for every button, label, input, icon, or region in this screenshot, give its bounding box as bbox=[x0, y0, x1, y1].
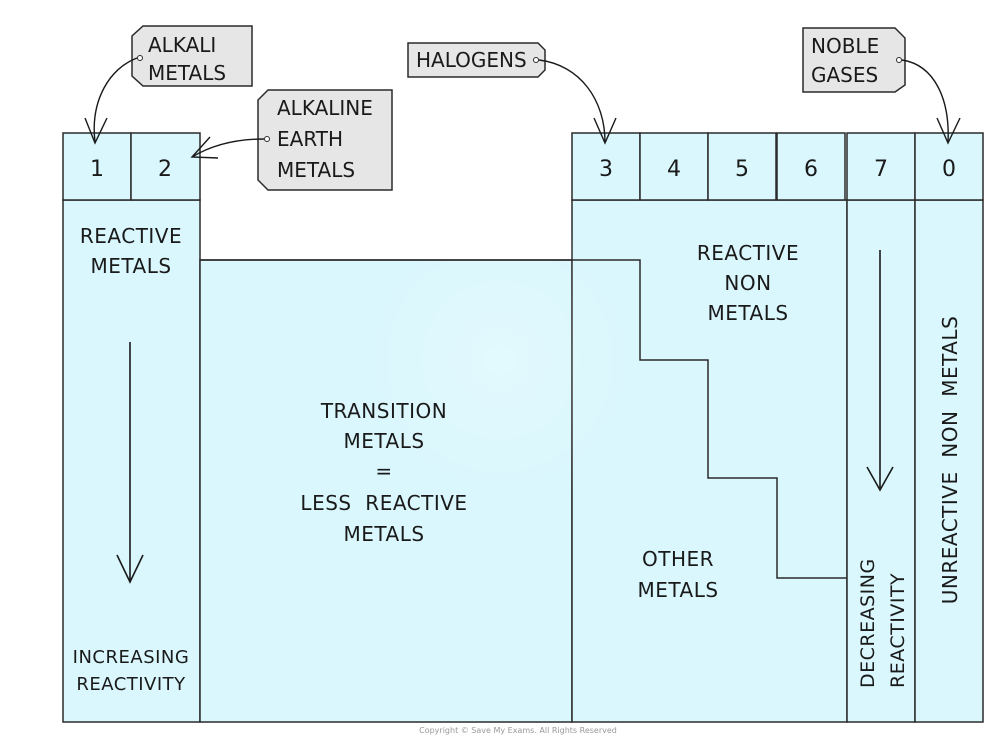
svg-text:NON: NON bbox=[724, 271, 771, 295]
group-number: 3 bbox=[599, 157, 613, 182]
svg-text:INCREASING: INCREASING bbox=[73, 647, 190, 668]
svg-text:METALS: METALS bbox=[637, 578, 718, 602]
svg-text:DECREASING: DECREASING bbox=[857, 558, 879, 688]
group-number: 2 bbox=[158, 157, 172, 182]
reactive-non-metals-label: REACTIVE NON METALS bbox=[697, 241, 799, 325]
group-header-cell: 5 bbox=[707, 132, 777, 201]
svg-text:LESS REACTIVE: LESS REACTIVE bbox=[300, 491, 467, 515]
decreasing-reactivity-arrow bbox=[866, 250, 894, 492]
svg-text:METALS: METALS bbox=[343, 522, 424, 546]
svg-text:GASES: GASES bbox=[811, 63, 878, 87]
svg-text:TRANSITION: TRANSITION bbox=[320, 399, 447, 423]
svg-text:REACTIVITY: REACTIVITY bbox=[76, 674, 186, 695]
svg-text:OTHER: OTHER bbox=[642, 547, 714, 571]
svg-text:REACTIVE: REACTIVE bbox=[80, 224, 182, 248]
copyright-notice: Copyright © Save My Exams. All Rights Re… bbox=[419, 726, 617, 735]
group-header-box bbox=[707, 132, 777, 201]
group-number: 5 bbox=[735, 157, 749, 182]
svg-text:METALS: METALS bbox=[277, 158, 355, 182]
group-number: 6 bbox=[804, 157, 818, 182]
group-number: 0 bbox=[942, 157, 956, 182]
svg-text:UNREACTIVE NON METALS: UNREACTIVE NON METALS bbox=[938, 316, 962, 605]
svg-text:REACTIVE: REACTIVE bbox=[697, 241, 799, 265]
svg-text:EARTH: EARTH bbox=[277, 127, 343, 151]
group-header-box bbox=[776, 132, 846, 201]
group-header-cell: 4 bbox=[639, 132, 709, 201]
decreasing-reactivity-label: DECREASING REACTIVITY bbox=[857, 558, 909, 688]
group-header-box bbox=[846, 132, 916, 201]
svg-text:=: = bbox=[375, 459, 392, 483]
svg-text:METALS: METALS bbox=[148, 61, 226, 85]
group-7-column bbox=[846, 199, 916, 723]
group-header-cell: 0 bbox=[914, 132, 984, 201]
group-header-box bbox=[130, 132, 201, 201]
halogens-callout: HALOGENS bbox=[407, 42, 617, 145]
svg-text:ALKALI: ALKALI bbox=[148, 33, 216, 57]
svg-text:ALKALINE: ALKALINE bbox=[277, 96, 373, 120]
alkaline-earth-metals-callout: ALKALINE EARTH METALS bbox=[190, 89, 393, 191]
svg-text:METALS: METALS bbox=[90, 254, 171, 278]
increasing-reactivity-label: INCREASING REACTIVITY bbox=[73, 647, 190, 695]
group-number: 1 bbox=[90, 157, 104, 182]
group-header-box bbox=[571, 132, 641, 201]
group-header-box bbox=[914, 132, 984, 201]
svg-text:METALS: METALS bbox=[707, 301, 788, 325]
svg-text:NOBLE: NOBLE bbox=[811, 34, 879, 58]
unreactive-non-metals-label: UNREACTIVE NON METALS bbox=[938, 316, 962, 605]
group-header-cell: 7 bbox=[846, 132, 916, 201]
group-header-cell: 3 bbox=[571, 132, 641, 201]
group-header-box bbox=[639, 132, 709, 201]
other-metals-label: OTHER METALS bbox=[637, 547, 718, 602]
svg-text:REACTIVITY: REACTIVITY bbox=[887, 573, 909, 688]
reactive-metals-label: REACTIVE METALS bbox=[80, 224, 182, 278]
svg-text:HALOGENS: HALOGENS bbox=[416, 48, 527, 72]
group-header-cell: 6 bbox=[776, 132, 846, 201]
group-header-cell: 2 bbox=[130, 132, 201, 201]
reactive-metals-block bbox=[62, 199, 201, 723]
group-number: 4 bbox=[667, 157, 681, 182]
group-header-box bbox=[62, 132, 132, 201]
svg-text:METALS: METALS bbox=[343, 429, 424, 453]
group-0-column bbox=[914, 199, 984, 723]
metal-nonmetal-boundary bbox=[200, 259, 847, 579]
noble-gases-callout: NOBLE GASES bbox=[802, 27, 961, 145]
group-number: 7 bbox=[874, 157, 888, 182]
alkali-metals-callout: ALKALI METALS bbox=[84, 25, 253, 145]
watermark bbox=[350, 210, 650, 510]
group-header-row: 1 2 3 4 5 6 7 0 bbox=[62, 132, 984, 201]
transition-metals-label: TRANSITION METALS = LESS REACTIVE METALS bbox=[300, 399, 467, 546]
group-header-cell: 1 bbox=[62, 132, 132, 201]
increasing-reactivity-arrow bbox=[116, 342, 144, 584]
